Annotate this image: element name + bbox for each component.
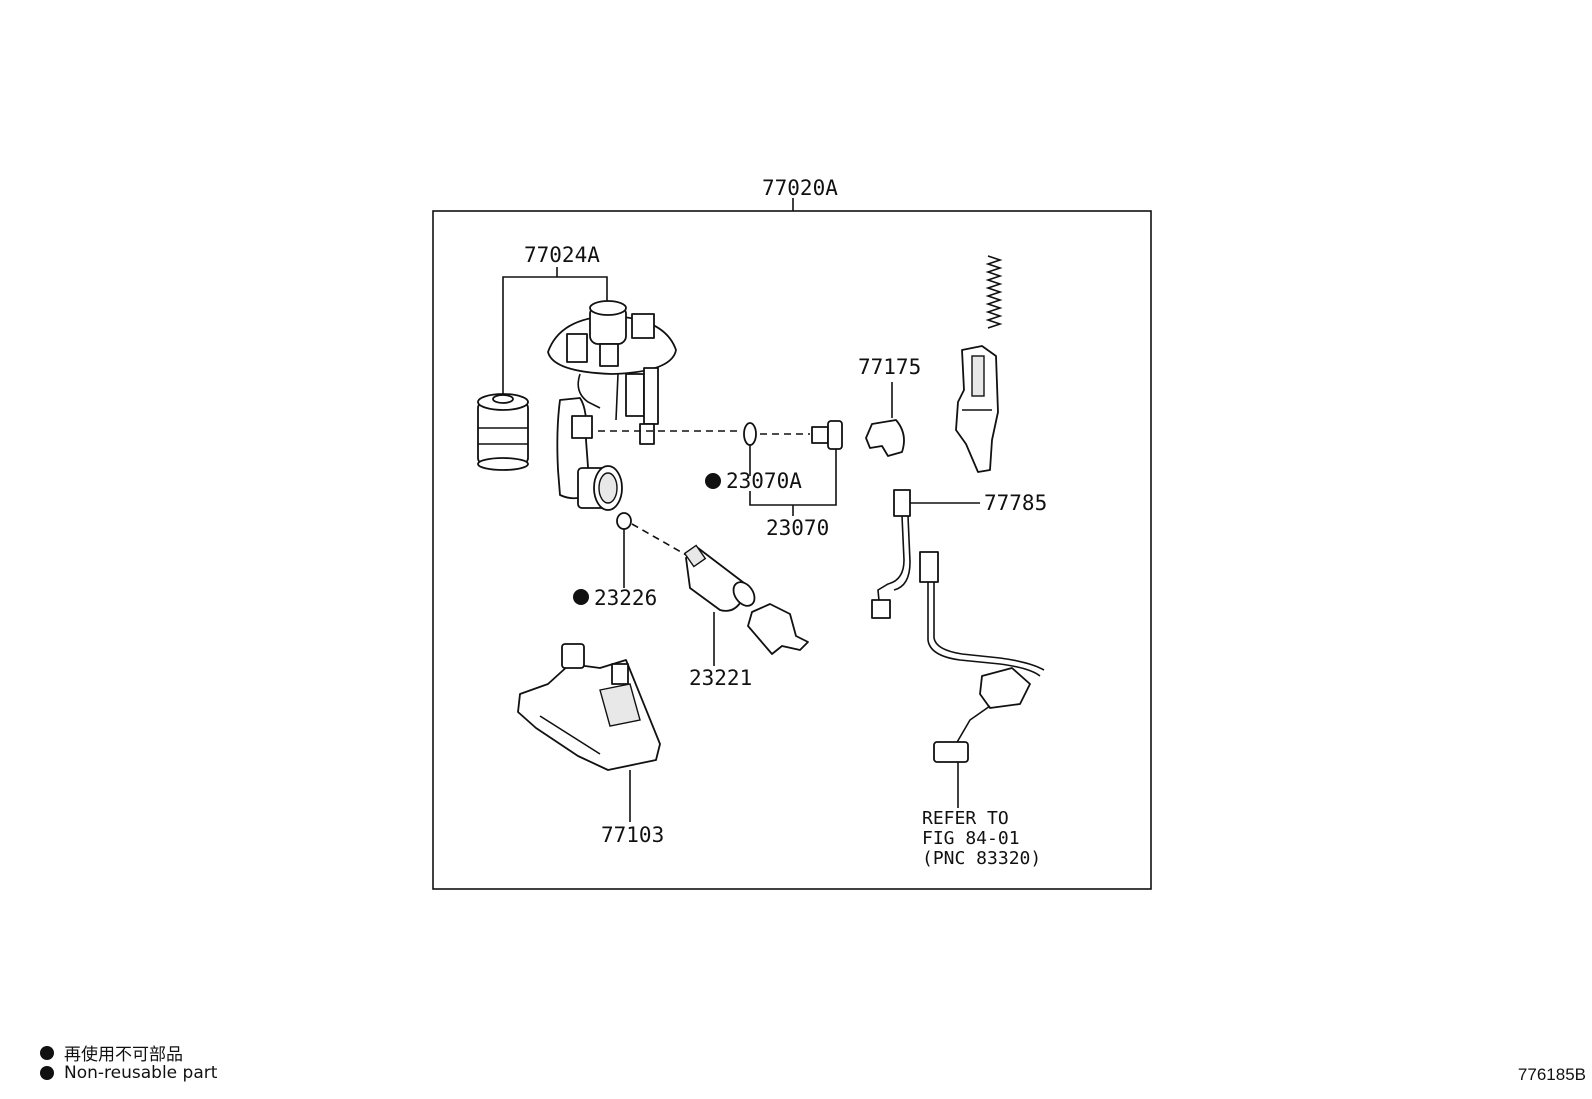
- label-77024A: 77024A: [524, 243, 600, 267]
- assembly-frame: [432, 210, 1152, 890]
- pump-module-drawing: [547, 300, 677, 511]
- outlet-pipe-drawing: [811, 420, 843, 450]
- filter-cartridge-drawing: [477, 393, 529, 471]
- label-23070: 23070: [766, 516, 829, 540]
- subassembly-leader: [502, 276, 608, 402]
- legend-dot: [40, 1045, 54, 1060]
- legend-dot: [40, 1066, 54, 1080]
- spring-drawing: [985, 255, 1003, 329]
- o-ring-23226-drawing: [616, 512, 632, 530]
- retainer-clip-drawing: [865, 419, 905, 457]
- sender-connector-drawing: [933, 741, 969, 763]
- non-reusable-dot-23070A: [705, 473, 721, 489]
- legend-text-ja: 再使用不可部品: [64, 1045, 183, 1065]
- non-reusable-dot-23226: [573, 589, 589, 605]
- sender-bracket-drawing: [955, 345, 999, 473]
- reference-line-2: FIG 84-01: [922, 828, 1020, 849]
- label-23226: 23226: [594, 586, 657, 610]
- reference-line-1: REFER TO: [922, 808, 1009, 829]
- harness-connector-drawing: [893, 489, 911, 517]
- label-23221: 23221: [689, 666, 752, 690]
- label-23070A: 23070A: [726, 469, 802, 493]
- label-77020A: 77020A: [762, 176, 838, 200]
- legend-text-en: Non-reusable part: [64, 1063, 218, 1083]
- reference-line-3: (PNC 83320): [922, 848, 1041, 869]
- suction-cup-drawing: [517, 643, 661, 771]
- legend-row-ja: 再使用不可部品: [40, 1040, 183, 1065]
- pump-bracket-drawing: [747, 603, 809, 655]
- figure-id: 776185B: [1517, 1065, 1586, 1084]
- legend-row-en: Non-reusable part: [40, 1063, 217, 1083]
- fuel-pump-drawing: [683, 544, 756, 612]
- harness-wire-drawing: [877, 515, 905, 613]
- label-77175: 77175: [858, 355, 921, 379]
- label-77103: 77103: [601, 823, 664, 847]
- o-ring-23070A-drawing: [743, 422, 757, 446]
- label-77785: 77785: [984, 491, 1047, 515]
